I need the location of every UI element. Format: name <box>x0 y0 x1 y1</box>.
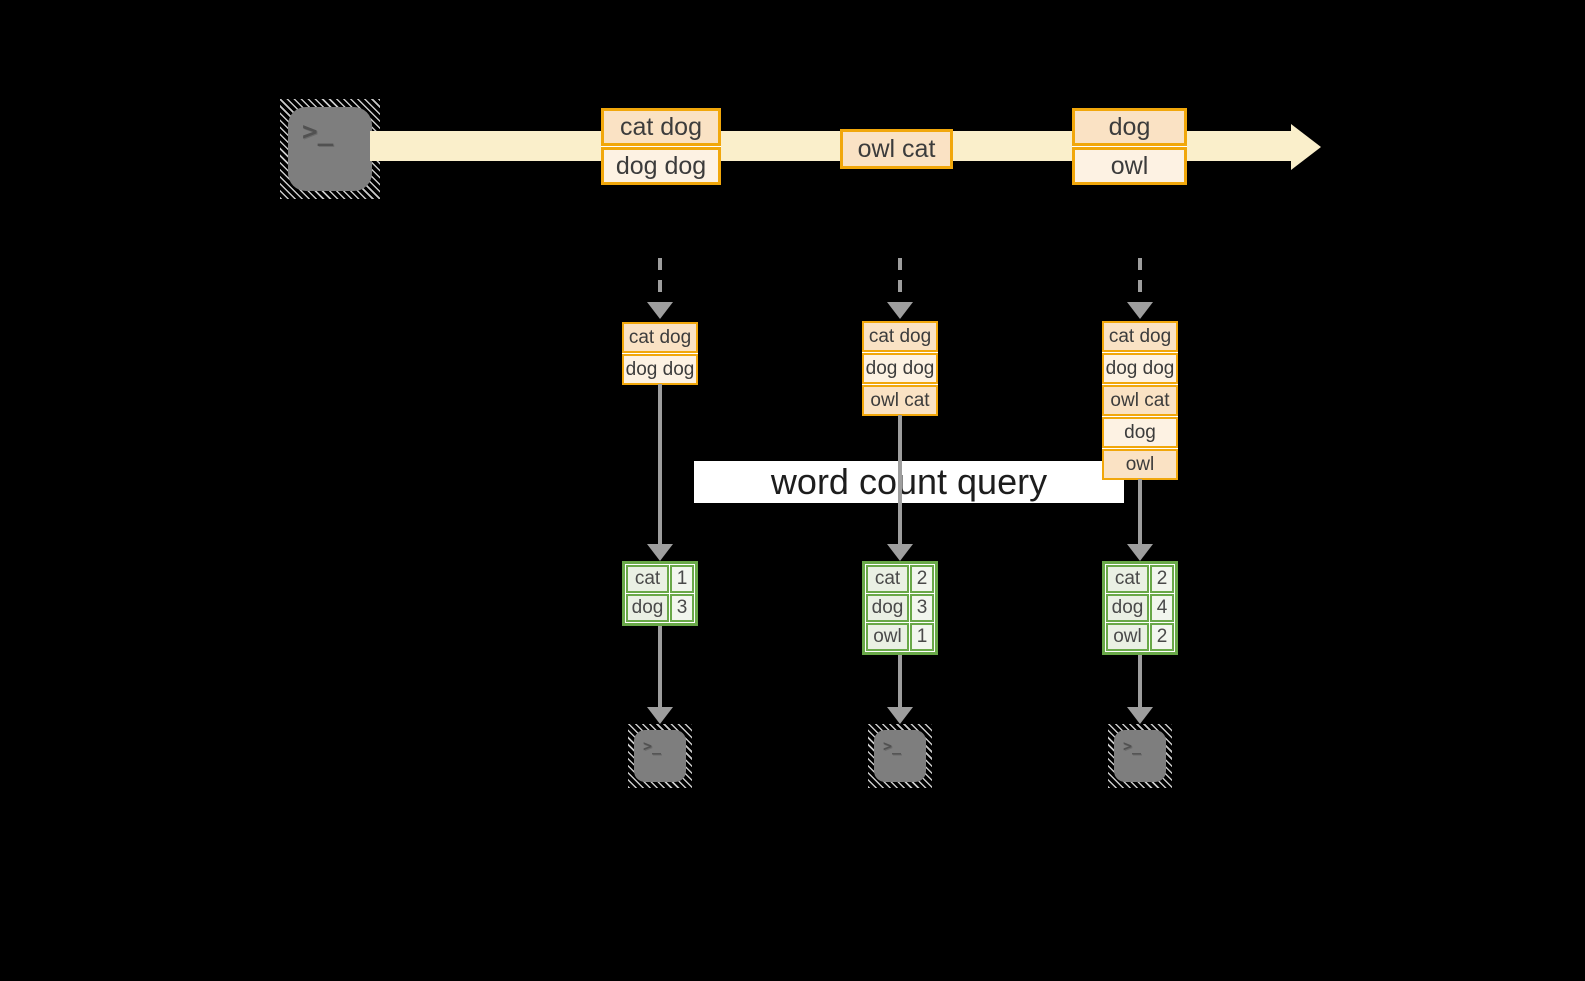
terminal-sink-icon: >_ <box>628 724 692 788</box>
count-word: owl <box>1106 623 1149 651</box>
count-word: dog <box>626 594 669 622</box>
down-arrowhead-icon <box>647 544 673 561</box>
down-arrowhead-icon <box>887 544 913 561</box>
down-arrowhead-icon <box>647 707 673 724</box>
count-word: cat <box>626 565 669 593</box>
stream-arrowhead-icon <box>1291 124 1321 170</box>
event-line: owl cat <box>840 129 953 169</box>
count-word: dog <box>1106 594 1149 622</box>
terminal-prompt-icon: >_ <box>1123 737 1142 755</box>
connector-line <box>1138 479 1142 544</box>
state-row: cat dog <box>622 322 698 353</box>
count-value: 2 <box>1150 565 1174 593</box>
dashed-connector-3 <box>1138 258 1142 303</box>
down-arrowhead-icon <box>1127 544 1153 561</box>
state-box-3: cat dog dog dog owl cat dog owl <box>1102 321 1178 480</box>
state-row: cat dog <box>1102 321 1178 352</box>
terminal-prompt-icon: >_ <box>302 117 334 147</box>
state-row: dog <box>1102 417 1178 448</box>
count-value: 3 <box>910 594 934 622</box>
event-line: cat dog <box>601 108 721 146</box>
down-arrowhead-icon <box>887 302 913 319</box>
connector-line <box>898 655 902 707</box>
terminal-sink-icon: >_ <box>1108 724 1172 788</box>
connector-line <box>898 415 902 544</box>
stream-event-3: dog owl <box>1072 108 1187 185</box>
terminal-source-icon: >_ <box>280 99 380 199</box>
count-value: 1 <box>910 623 934 651</box>
state-row: owl <box>1102 449 1178 480</box>
query-label: word count query <box>694 461 1124 503</box>
terminal-prompt-icon: >_ <box>643 737 662 755</box>
dashed-connector-1 <box>658 258 662 303</box>
terminal-prompt-icon: >_ <box>883 737 902 755</box>
count-word: cat <box>1106 565 1149 593</box>
count-value: 2 <box>1150 623 1174 651</box>
down-arrowhead-icon <box>1127 707 1153 724</box>
count-word: cat <box>866 565 909 593</box>
state-row: dog dog <box>1102 353 1178 384</box>
down-arrowhead-icon <box>647 302 673 319</box>
count-value: 3 <box>670 594 694 622</box>
dashed-connector-2 <box>898 258 902 303</box>
stream-event-1: cat dog dog dog <box>601 108 721 185</box>
count-value: 4 <box>1150 594 1174 622</box>
down-arrowhead-icon <box>887 707 913 724</box>
connector-line <box>1138 655 1142 707</box>
stream-event-2: owl cat <box>840 129 953 169</box>
state-row: dog dog <box>862 353 938 384</box>
event-line: dog <box>1072 108 1187 146</box>
state-row: owl cat <box>862 385 938 416</box>
count-table-3: cat 2 dog 4 owl 2 <box>1102 561 1178 655</box>
count-value: 1 <box>670 565 694 593</box>
connector-line <box>658 626 662 707</box>
connector-line <box>658 384 662 544</box>
state-row: cat dog <box>862 321 938 352</box>
state-box-1: cat dog dog dog <box>622 322 698 385</box>
count-word: owl <box>866 623 909 651</box>
terminal-sink-icon: >_ <box>868 724 932 788</box>
event-line: dog dog <box>601 147 721 185</box>
event-line: owl <box>1072 147 1187 185</box>
count-value: 2 <box>910 565 934 593</box>
down-arrowhead-icon <box>1127 302 1153 319</box>
state-row: dog dog <box>622 354 698 385</box>
count-word: dog <box>866 594 909 622</box>
count-table-2: cat 2 dog 3 owl 1 <box>862 561 938 655</box>
state-box-2: cat dog dog dog owl cat <box>862 321 938 416</box>
count-table-1: cat 1 dog 3 <box>622 561 698 626</box>
state-row: owl cat <box>1102 385 1178 416</box>
